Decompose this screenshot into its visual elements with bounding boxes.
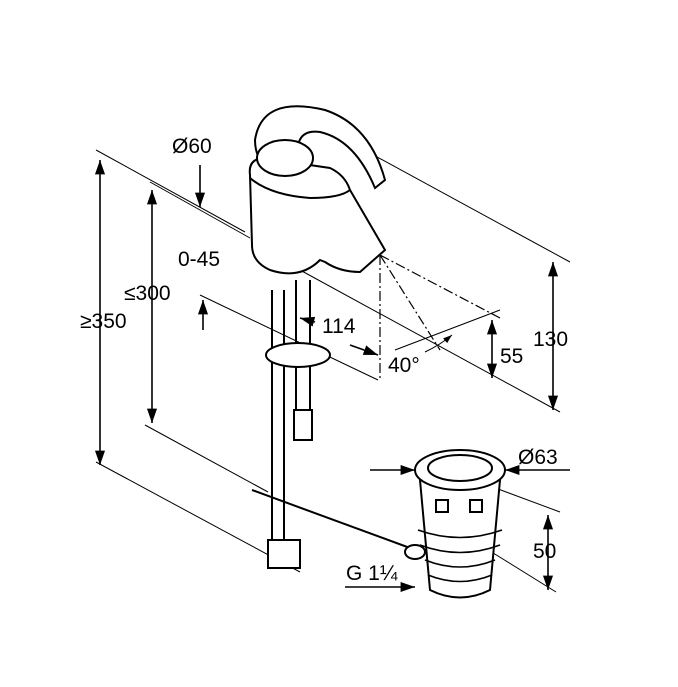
cartridge-cap [256, 139, 314, 177]
label-spout-height: 55 [500, 345, 523, 368]
drain-lever-joint [404, 544, 426, 560]
label-spout-reach: 114 [322, 315, 356, 338]
hose-left [271, 290, 285, 565]
drain-slot [469, 499, 483, 513]
hose-ends [267, 539, 301, 569]
label-drain-diameter: Ø63 [518, 446, 558, 469]
pop-up-rod [251, 489, 411, 549]
mounting-nut [265, 342, 331, 368]
label-lever-range: 0-45 [178, 248, 220, 271]
drain-plug-inner [427, 454, 493, 482]
body-edge [249, 177, 351, 200]
label-max-hose-height: ≤300 [124, 282, 171, 305]
drain-threads [417, 529, 503, 583]
label-min-total-height: ≥350 [80, 310, 127, 333]
drain-slot [435, 499, 449, 513]
label-lever-angle: 40° [388, 354, 420, 377]
pop-up-drain [404, 449, 506, 599]
hose-connector [293, 409, 313, 441]
label-thread: G 1¼ [346, 562, 398, 585]
faucet [248, 105, 411, 569]
label-body-diameter: Ø60 [172, 135, 212, 158]
faucet-body [248, 156, 387, 275]
dimension-lines [94, 160, 570, 593]
label-total-height: 130 [533, 328, 568, 351]
label-drain-height: 50 [533, 540, 556, 563]
drain-body [418, 479, 502, 599]
